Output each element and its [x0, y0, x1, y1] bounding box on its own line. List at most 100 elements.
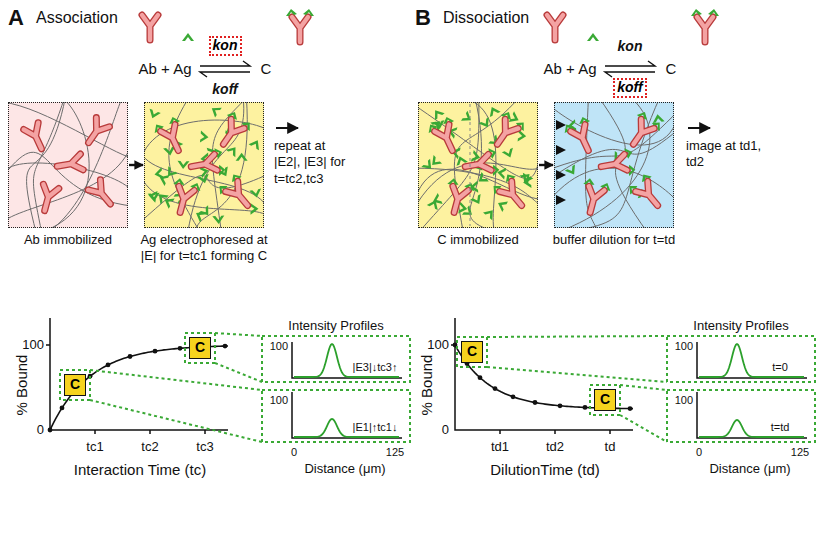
data-point	[153, 349, 158, 354]
label: % Bound	[418, 355, 435, 416]
gel-fiber	[8, 102, 128, 158]
antigen	[428, 155, 442, 169]
gel-content	[144, 102, 264, 228]
antigen	[157, 172, 169, 186]
complex-box: C	[64, 374, 86, 396]
label: 0	[291, 446, 297, 459]
antibody	[216, 171, 259, 214]
label: B	[415, 5, 431, 30]
antigen	[177, 161, 189, 170]
equilibrium-arrows	[200, 61, 655, 77]
gel-fill	[418, 102, 538, 228]
gel-fiber	[8, 152, 128, 206]
label: td1	[491, 440, 509, 455]
antibody	[56, 154, 83, 174]
intensity-peak	[699, 420, 804, 437]
label: Distance (μm)	[304, 462, 385, 477]
label: |E3|↓tc3↑	[353, 361, 398, 374]
label: % Bound	[13, 355, 30, 416]
antigen	[162, 194, 175, 208]
label: 125	[791, 446, 809, 459]
label: A	[8, 5, 24, 30]
label: tc1	[86, 440, 103, 455]
label: tc2	[141, 440, 158, 455]
antigen	[200, 131, 209, 144]
gel-fiber	[560, 102, 660, 228]
data-point	[48, 428, 53, 433]
antibody	[486, 109, 528, 152]
gel-content	[8, 102, 128, 228]
gel-fiber	[188, 102, 244, 228]
antigen	[565, 164, 579, 177]
label: 0	[442, 423, 449, 438]
rate-box: kon	[209, 36, 242, 56]
antigen	[475, 172, 489, 186]
antibody	[189, 147, 226, 180]
gel-fiber	[554, 129, 674, 179]
antigen	[208, 103, 221, 117]
panel-caption: buffer dilution for t=td	[548, 232, 680, 248]
label: kon	[618, 38, 643, 54]
antigen	[479, 117, 493, 130]
label: 125	[386, 446, 404, 459]
label: C	[666, 60, 677, 77]
antigen	[148, 193, 161, 202]
label: C	[261, 60, 272, 77]
antibody	[626, 171, 669, 214]
zoom-boxes	[60, 333, 815, 442]
step-arrows	[276, 127, 710, 129]
antigen	[212, 216, 224, 225]
label: t=0	[772, 361, 788, 374]
antigen	[154, 167, 164, 180]
antigen	[193, 208, 206, 222]
label: Intensity Profiles	[288, 319, 383, 334]
binding-curves	[48, 343, 804, 437]
label: Ab + Ag	[544, 60, 597, 77]
antibody	[24, 123, 49, 152]
gel-illustration	[3, 97, 679, 233]
antigen	[652, 113, 665, 123]
data-point	[493, 386, 498, 391]
label: 100	[270, 394, 288, 407]
label: 100	[22, 338, 44, 353]
complex-icon	[691, 9, 719, 42]
label: 0	[37, 423, 44, 438]
antigen	[461, 111, 474, 125]
complex-icon	[286, 9, 314, 42]
antibody	[441, 177, 477, 216]
antibody	[622, 109, 664, 152]
box-text: C	[467, 344, 477, 359]
antibody	[167, 177, 203, 216]
complex-box: C	[461, 341, 483, 363]
data-point	[511, 394, 516, 399]
antibody	[37, 184, 59, 212]
gel-fill	[8, 102, 128, 228]
antibody	[562, 115, 601, 157]
antibody	[212, 109, 254, 152]
antigen	[495, 198, 508, 212]
box-text: kon	[213, 38, 238, 53]
intensity-peak	[294, 344, 399, 377]
intensity-peak	[699, 344, 804, 377]
antigen	[250, 203, 258, 215]
gel-panel: buffer dilution for t=td	[554, 102, 674, 228]
antigen	[163, 166, 177, 180]
antigen	[147, 109, 161, 121]
label: image at td1, td2	[686, 138, 766, 171]
antibody-icon	[547, 15, 563, 40]
label: 100	[675, 340, 693, 353]
antibody	[577, 177, 613, 216]
complex-box: C	[189, 337, 211, 359]
data-point	[178, 346, 183, 351]
label: repeat at |E2|, |E3| for t=tc2,tc3	[274, 138, 352, 187]
data-point	[128, 354, 133, 359]
antigen	[483, 206, 497, 220]
antigen	[236, 153, 248, 161]
gel-panel: C immobilized	[418, 102, 538, 228]
gel-content	[554, 102, 674, 228]
data-point	[60, 406, 65, 411]
label: Intensity Profiles	[693, 319, 788, 334]
data-point	[478, 375, 483, 380]
antigen	[249, 137, 263, 150]
antibody-icon	[142, 15, 158, 40]
